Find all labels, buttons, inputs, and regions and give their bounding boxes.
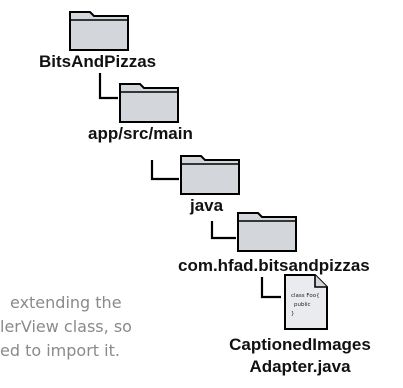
folder-icon[interactable] <box>118 78 180 124</box>
java-file-icon[interactable]: class Foo{ public } <box>281 273 331 333</box>
file-label-line: Adapter.java <box>249 357 351 376</box>
folder-label-bitsandpizzas: BitsAndPizzas <box>39 52 157 71</box>
file-icon-text: } <box>291 311 295 317</box>
file-label: CaptionedImages Adapter.java <box>220 334 380 378</box>
annotation-note-line: lerView class, so <box>0 317 132 336</box>
folder-label-com-hfad-bitsandpizzas: com.hfad.bitsandpizzas <box>178 256 370 275</box>
connector-line <box>260 277 281 299</box>
connector-line <box>98 73 118 100</box>
folder-icon[interactable] <box>179 150 241 196</box>
connector-line <box>150 160 179 181</box>
folder-label-java: java <box>190 196 224 215</box>
file-icon-text: class Foo{ <box>291 293 320 299</box>
file-label-line: CaptionedImages <box>229 335 371 354</box>
folder-icon[interactable] <box>68 6 130 52</box>
folder-label-app-src-main: app/src/main <box>88 124 193 143</box>
file-icon-text: public <box>294 302 311 308</box>
annotation-note-line: ed to import it. <box>0 341 120 360</box>
connector-line <box>210 221 236 240</box>
annotation-note-line: extending the <box>10 293 122 312</box>
folder-icon[interactable] <box>236 207 298 253</box>
